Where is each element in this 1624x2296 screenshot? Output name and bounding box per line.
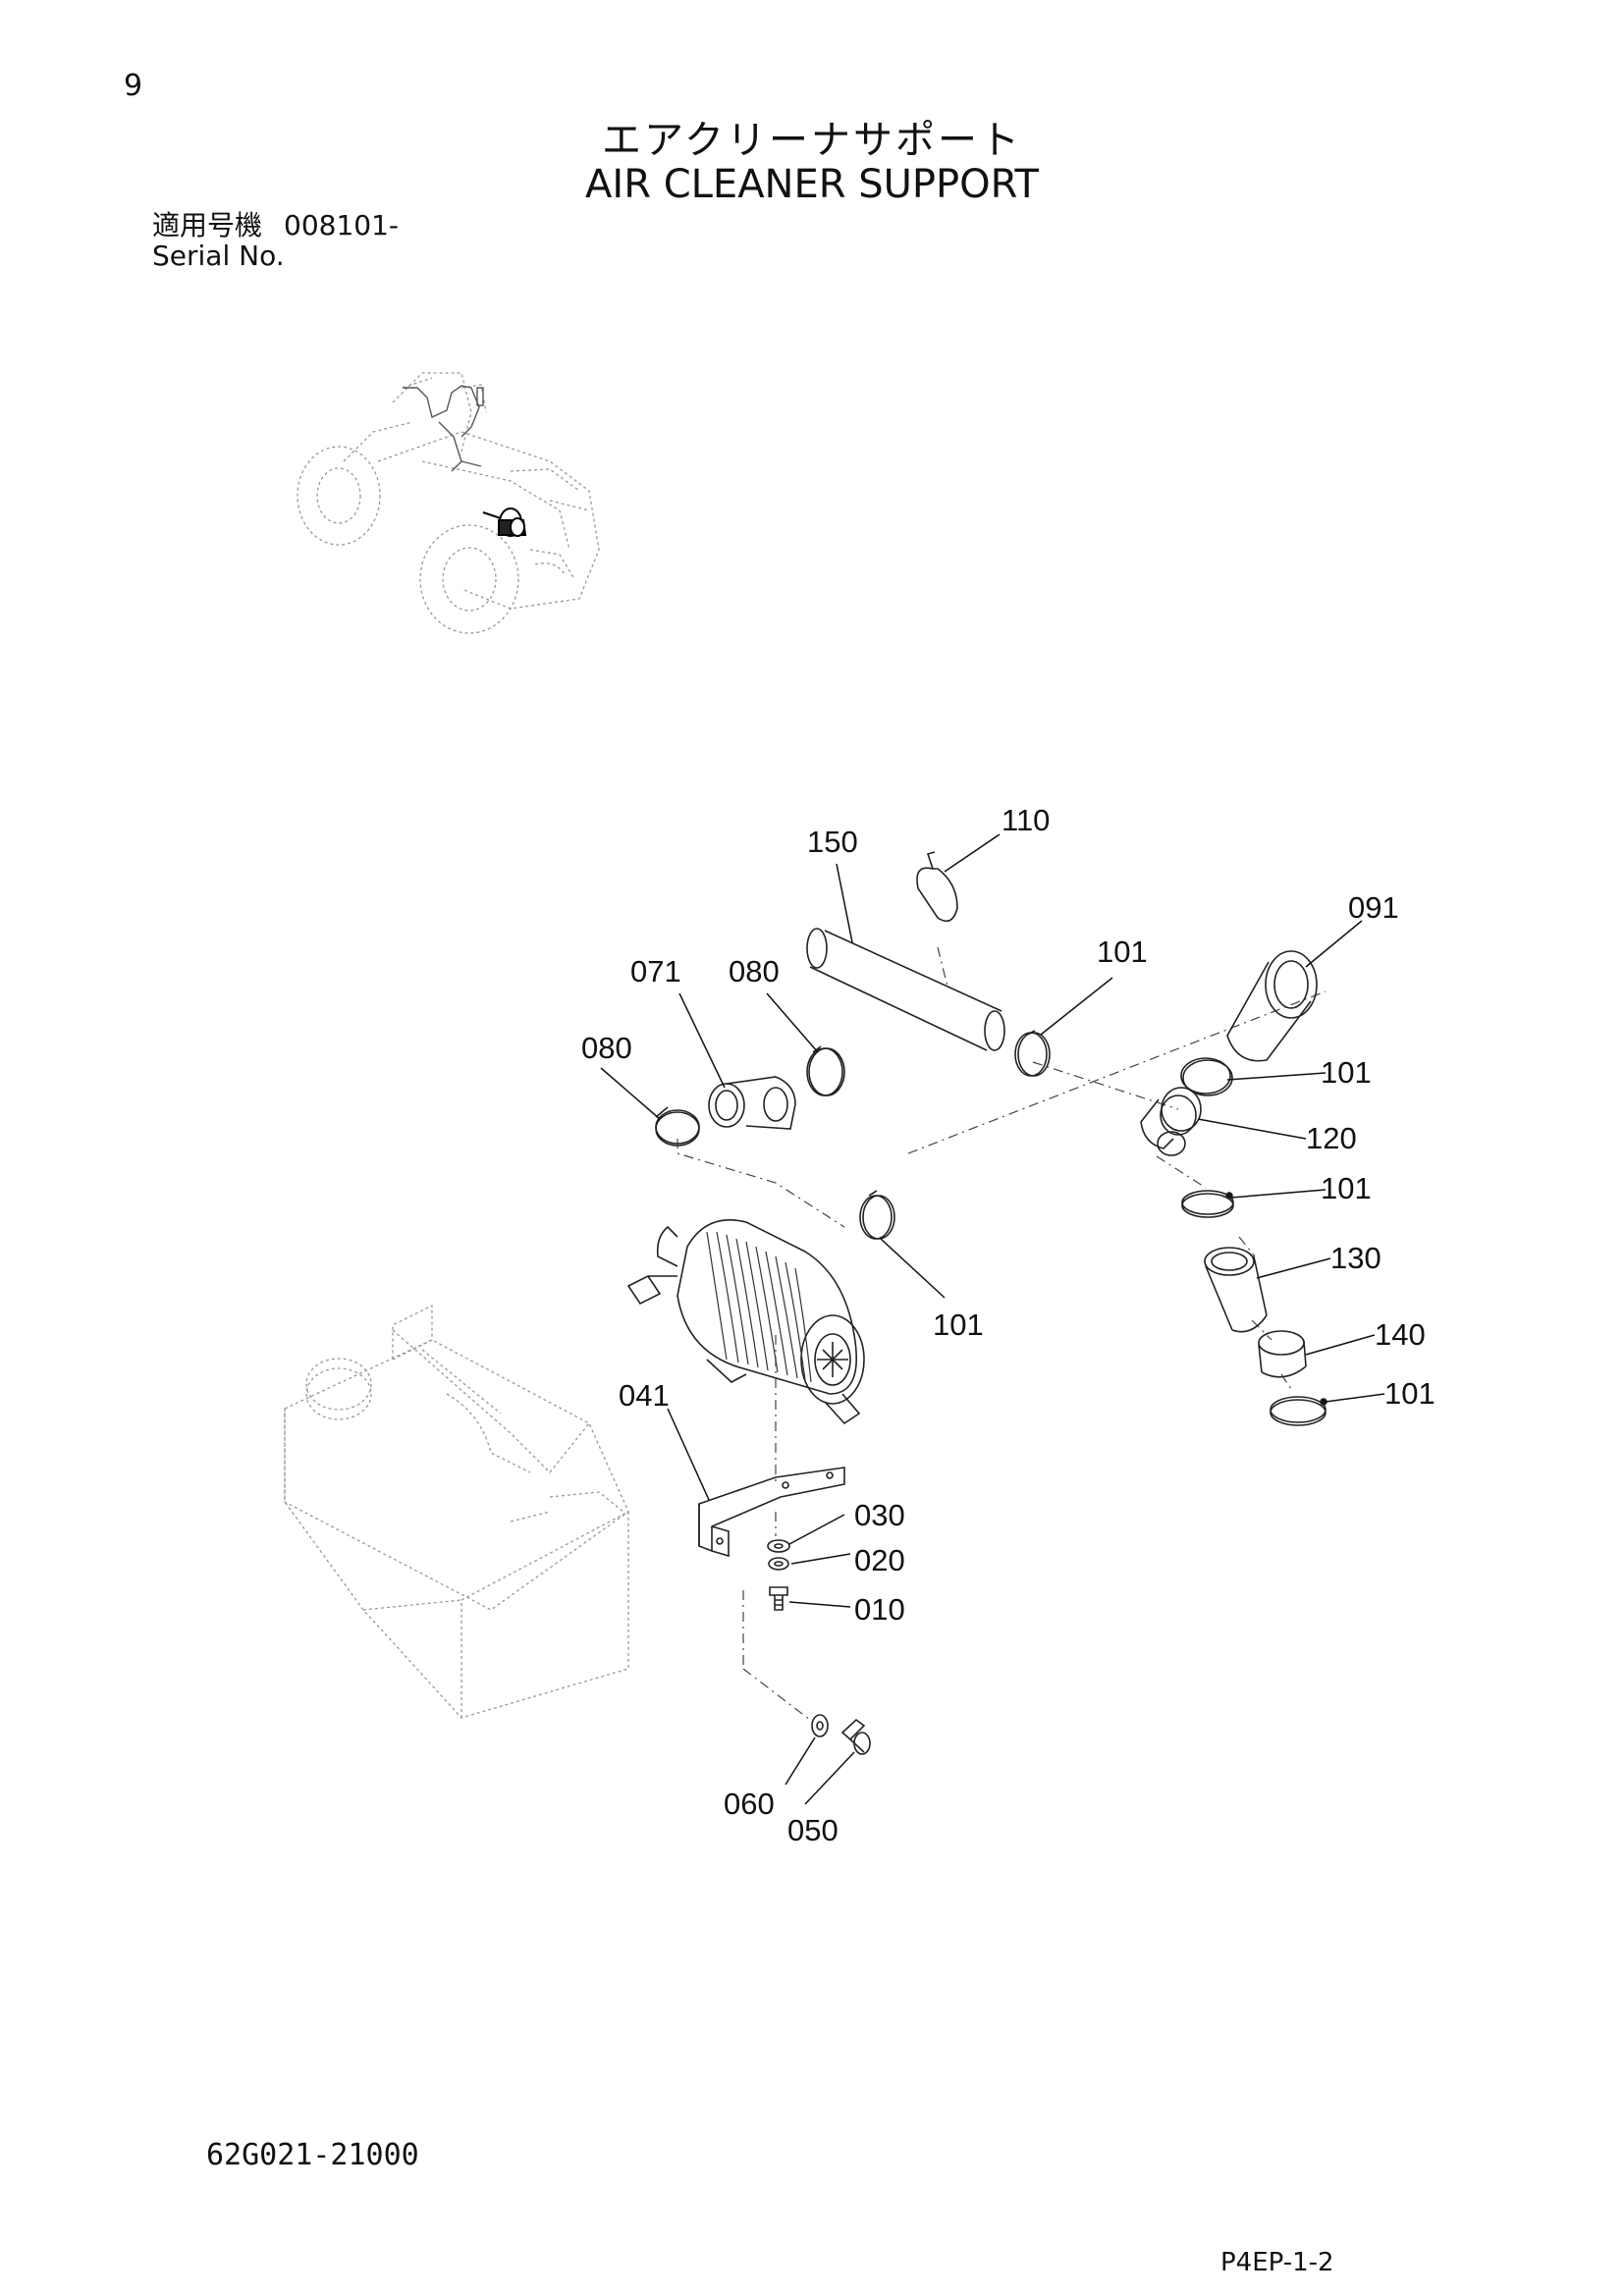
hose-130-illustration <box>1204 1247 1268 1333</box>
spring-washer-020-illustration <box>768 1557 789 1571</box>
callout-010: 010 <box>854 1592 905 1627</box>
drawing-code: 62G021-21000 <box>206 2138 419 2172</box>
fuel-tank-illustration <box>284 1304 629 1719</box>
callout-labels: 150 110 091 071 080 080 101 101 120 101 … <box>581 803 1435 1847</box>
serial-line: 適用号機 008101- <box>152 204 399 243</box>
page-title-japanese: エアクリーナサポート <box>602 118 1022 163</box>
cable-tie-110-illustration <box>916 851 958 923</box>
hose-clamp-101b-illustration <box>1180 1057 1233 1096</box>
hose-150-illustration <box>806 928 1005 1051</box>
hose-091-illustration <box>1226 950 1318 1062</box>
hose-clamp-101d-illustration <box>1270 1396 1327 1426</box>
serial-value: 008101- <box>284 209 400 241</box>
callout-050: 050 <box>787 1813 839 1847</box>
callout-060: 060 <box>724 1787 775 1821</box>
page-number: 9 <box>124 69 143 103</box>
bolt-010-illustration <box>769 1586 788 1611</box>
hose-clamp-080-left-illustration <box>655 1106 700 1147</box>
page-title: AIR CLEANER SUPPORT <box>585 162 1039 207</box>
washer-030-illustration <box>767 1539 790 1553</box>
hose-clamp-101-illustration <box>1014 1030 1051 1077</box>
sleeve-140-illustration <box>1258 1330 1307 1378</box>
highlighted-air-cleaner-icon <box>482 507 527 537</box>
callout-101: 101 <box>1321 1171 1372 1205</box>
hose-clamp-101e-illustration <box>859 1190 895 1240</box>
callout-080: 080 <box>729 954 780 988</box>
washer-060-illustration <box>811 1714 829 1737</box>
elbow-120-illustration <box>1140 1087 1202 1156</box>
serial-label: Serial No. <box>152 240 285 272</box>
bracket-illustration <box>698 1467 845 1558</box>
callout-140: 140 <box>1375 1317 1426 1352</box>
callout-080: 080 <box>581 1031 632 1065</box>
callout-101: 101 <box>1384 1376 1435 1411</box>
callout-071: 071 <box>630 954 681 988</box>
callout-020: 020 <box>854 1543 905 1577</box>
callout-091: 091 <box>1348 890 1399 925</box>
tractor-locator-illustration <box>297 372 600 634</box>
callout-041: 041 <box>619 1378 670 1413</box>
callout-101: 101 <box>933 1308 984 1342</box>
callout-120: 120 <box>1306 1121 1357 1155</box>
callout-130: 130 <box>1330 1241 1381 1275</box>
intake-pipe-071-illustration <box>708 1076 796 1130</box>
air-cleaner-illustration <box>626 1218 865 1425</box>
callout-101: 101 <box>1321 1055 1372 1090</box>
serial-label-japanese: 適用号機 <box>152 209 263 241</box>
bolt-050-illustration <box>840 1718 871 1755</box>
hose-clamp-101c-illustration <box>1181 1190 1234 1218</box>
hose-clamp-080-right-illustration <box>806 1045 845 1096</box>
callout-110: 110 <box>1001 803 1050 837</box>
callout-101: 101 <box>1097 934 1148 969</box>
page-code: P4EP-1-2 <box>1220 2248 1334 2277</box>
callout-150: 150 <box>807 825 858 859</box>
callout-030: 030 <box>854 1498 905 1532</box>
